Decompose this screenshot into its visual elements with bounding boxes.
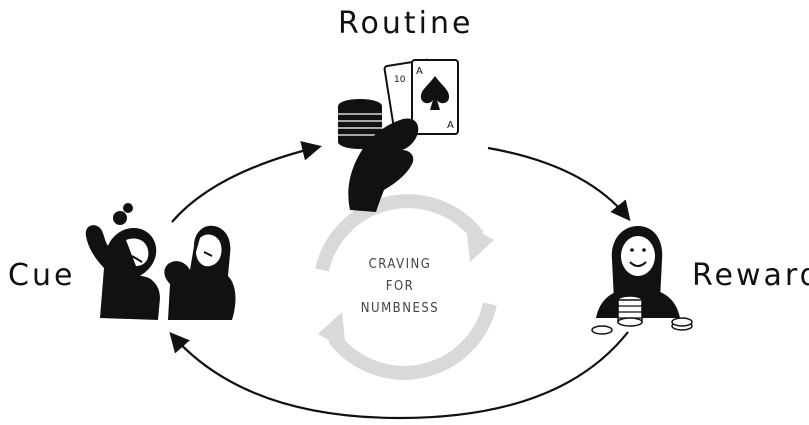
arrow-cue-to-routine (171, 141, 322, 223)
routine-label: Routine (338, 6, 474, 41)
craving-cycle-arrows (315, 194, 497, 380)
reward-smiling-woman-icon (591, 226, 693, 335)
card-rank-ace-top: A (416, 66, 423, 77)
loose-chips-icon (591, 317, 693, 335)
spade-icon (420, 76, 450, 110)
craving-for-numbness-text: CRAVING FOR NUMBNESS (340, 254, 460, 320)
arrow-routine-to-reward (487, 146, 631, 222)
card-rank-ten: 10 (394, 75, 406, 85)
routine-hand-cards-icon (338, 58, 459, 212)
cue-arguing-couple-icon (85, 203, 236, 320)
craving-line-1: CRAVING (368, 257, 432, 272)
cue-label: Cue (8, 258, 76, 293)
man-silhouette (85, 225, 160, 320)
arrow-reward-to-cue (169, 331, 629, 420)
hand-silhouette (348, 118, 419, 212)
craving-line-2: FOR (385, 279, 415, 294)
craving-line-3: NUMBNESS (360, 301, 440, 316)
reward-label: Reward (692, 258, 809, 293)
card-rank-ace-bottom: A (447, 120, 454, 131)
chip-stack-icon (617, 295, 643, 327)
playing-card-ace-spades (411, 59, 459, 135)
